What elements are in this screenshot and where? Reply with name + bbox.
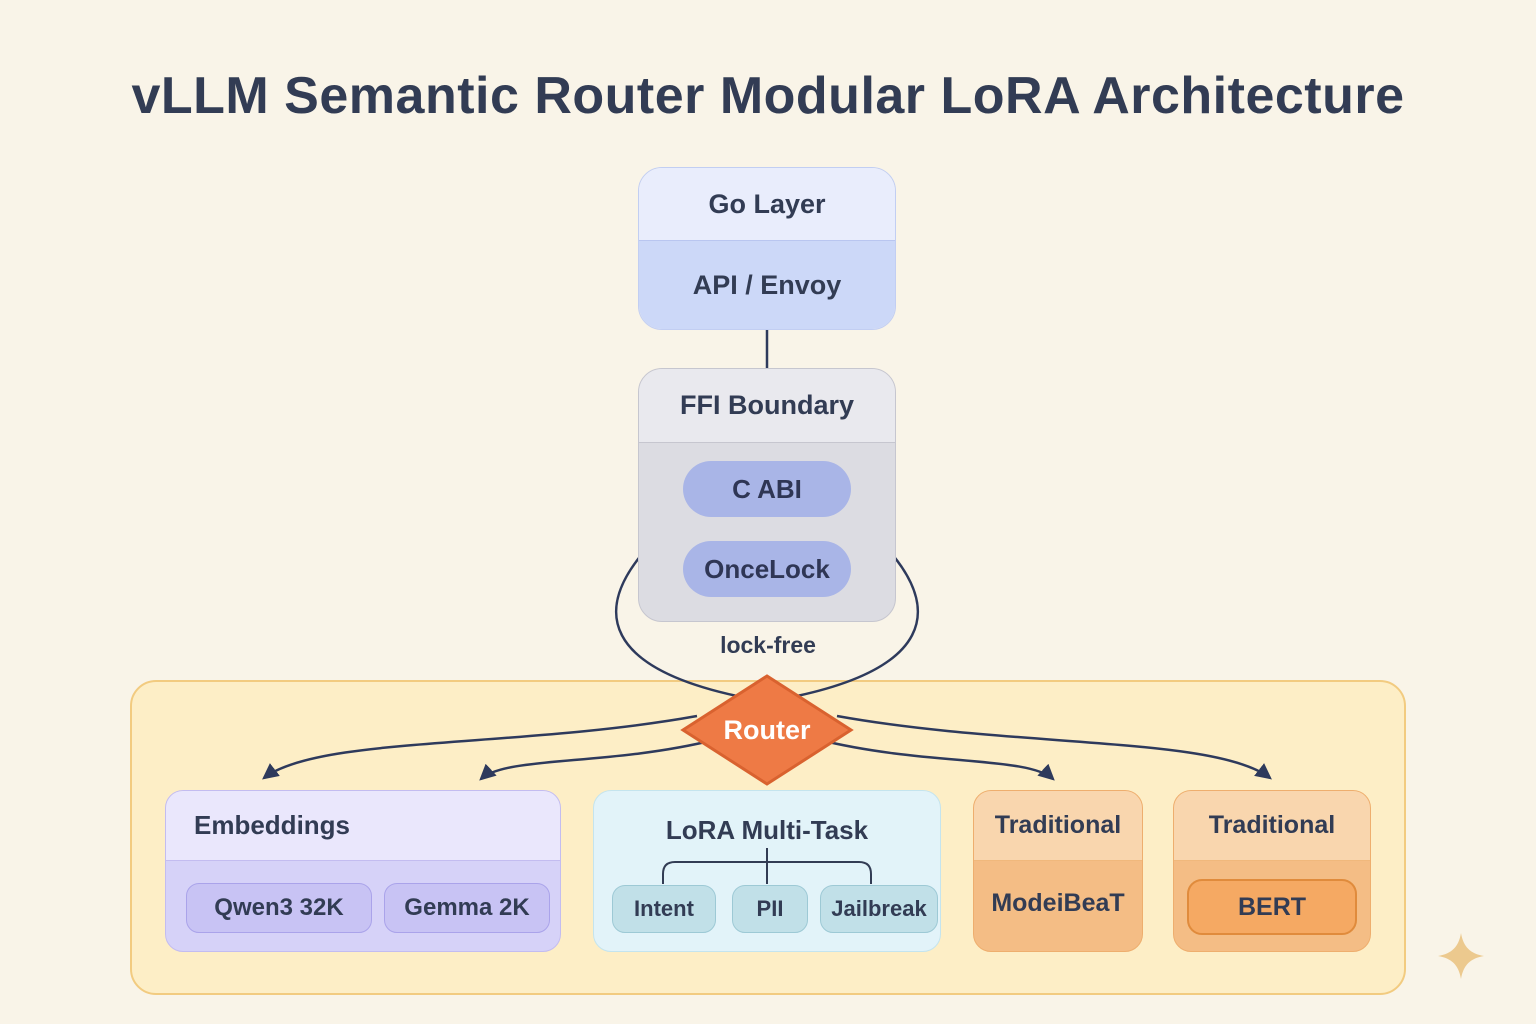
traditional-bert-title: Traditional [1174,791,1370,861]
sparkle-icon [1438,933,1484,979]
oncelock-pill: OnceLock [683,541,851,597]
ffi-boundary-title: FFI Boundary [639,369,895,443]
lora-multi-task-box: LoRA Multi-Task Intent PII Jailbreak [593,790,941,952]
intent-pill: Intent [612,885,716,933]
traditional-bert-box: Traditional BERT [1173,790,1371,952]
ffi-boundary-box: FFI Boundary C ABI OnceLock [638,368,896,622]
modernbert-label: ModeiBeaT [991,889,1125,917]
embeddings-title: Embeddings [166,791,560,861]
router-label: Router [723,714,811,745]
c-abi-pill: C ABI [683,461,851,517]
traditional-modernbert-box: Traditional ModeiBeaT [973,790,1143,952]
pii-pill: PII [732,885,808,933]
lock-free-label: lock-free [720,632,816,658]
gemma-2k-pill: Gemma 2K [384,883,550,933]
lora-multi-task-title: LoRA Multi-Task [665,815,869,845]
api-envoy-label: API / Envoy [639,241,895,329]
bert-pill: BERT [1187,879,1357,935]
go-layer-title: Go Layer [639,168,895,241]
embeddings-box: Embeddings Qwen3 32K Gemma 2K [165,790,561,952]
page-title: vLLM Semantic Router Modular LoRA Archit… [131,67,1405,125]
jailbreak-pill: Jailbreak [820,885,938,933]
traditional-modernbert-title: Traditional [974,791,1142,861]
qwen3-32k-pill: Qwen3 32K [186,883,372,933]
go-layer-box: Go Layer API / Envoy [638,167,896,330]
